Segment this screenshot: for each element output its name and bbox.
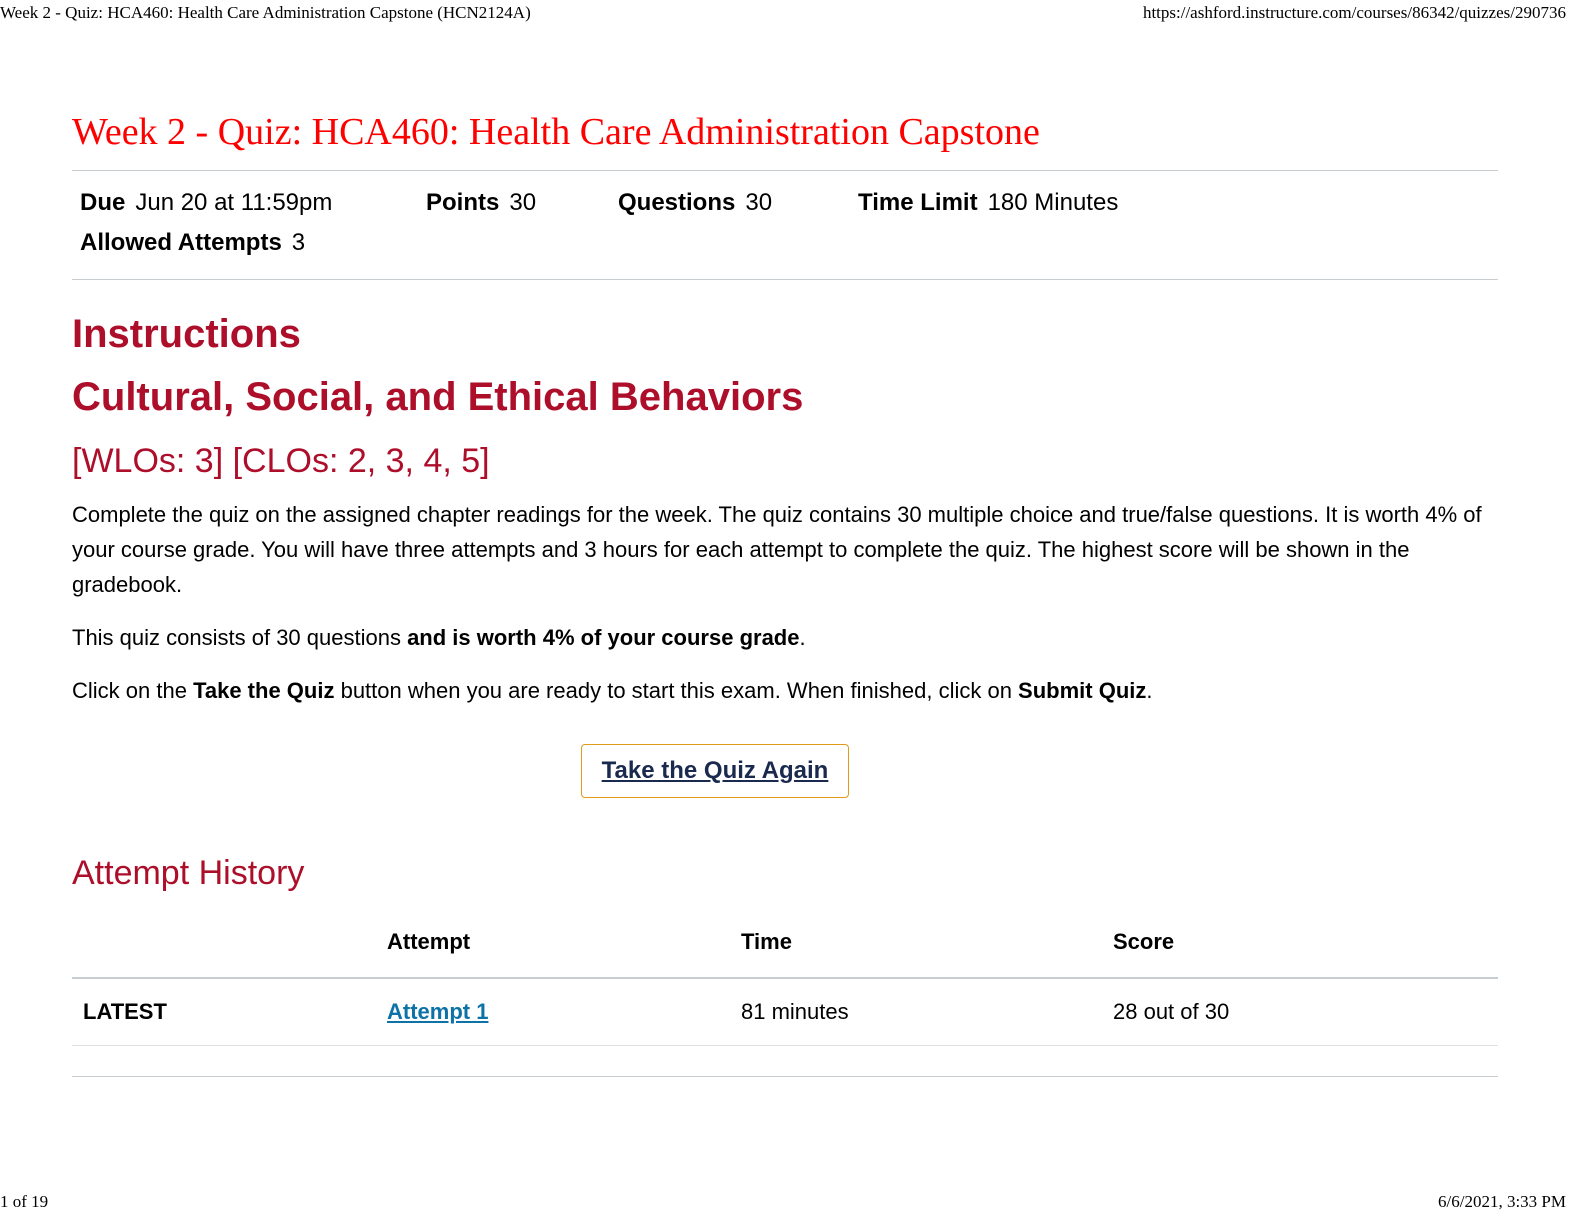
print-footer-datetime: 6/6/2021, 3:33 PM (1438, 1192, 1566, 1211)
column-header (72, 917, 387, 978)
attempt-time: 81 minutes (741, 978, 1113, 1046)
print-header-url: https://ashford.instructure.com/courses/… (1142, 3, 1566, 22)
print-header-title: Week 2 - Quiz: HCA460: Health Care Admin… (0, 3, 531, 22)
attempt-score: 28 out of 30 (1113, 978, 1498, 1046)
column-header: Attempt (387, 929, 471, 954)
quiz-content: Week 2 - Quiz: HCA460: Health Care Admin… (72, 110, 1498, 1077)
divider (72, 1076, 1498, 1077)
take-quiz-again-button[interactable]: Take the Quiz Again (580, 744, 850, 798)
print-footer-page: 1 of 19 (0, 1192, 49, 1211)
instructions-paragraph: Complete the quiz on the assigned chapte… (72, 502, 1482, 597)
attempt-history-heading: Attempt History (72, 854, 305, 892)
latest-label: LATEST (72, 978, 387, 1046)
column-header: Time (741, 929, 792, 954)
instructions-paragraph: Click on the Take the Quiz button when y… (72, 678, 1153, 703)
table-row: LATEST Attempt 1 81 minutes 28 out of 30 (72, 978, 1498, 1046)
attempt-link[interactable]: Attempt 1 (387, 999, 489, 1024)
topic-heading: Cultural, Social, and Ethical Behaviors (72, 375, 804, 419)
column-header: Score (1113, 929, 1175, 954)
learning-outcomes: [WLOs: 3] [CLOs: 2, 3, 4, 5] (72, 442, 490, 480)
page-title: Week 2 - Quiz: HCA460: Health Care Admin… (72, 111, 1040, 153)
instructions-heading: Instructions (72, 312, 301, 356)
instructions-paragraph: This quiz consists of 30 questions and i… (72, 625, 806, 650)
attempt-history-table: Attempt Time Score LATEST Attempt 1 81 m… (72, 917, 1498, 1046)
